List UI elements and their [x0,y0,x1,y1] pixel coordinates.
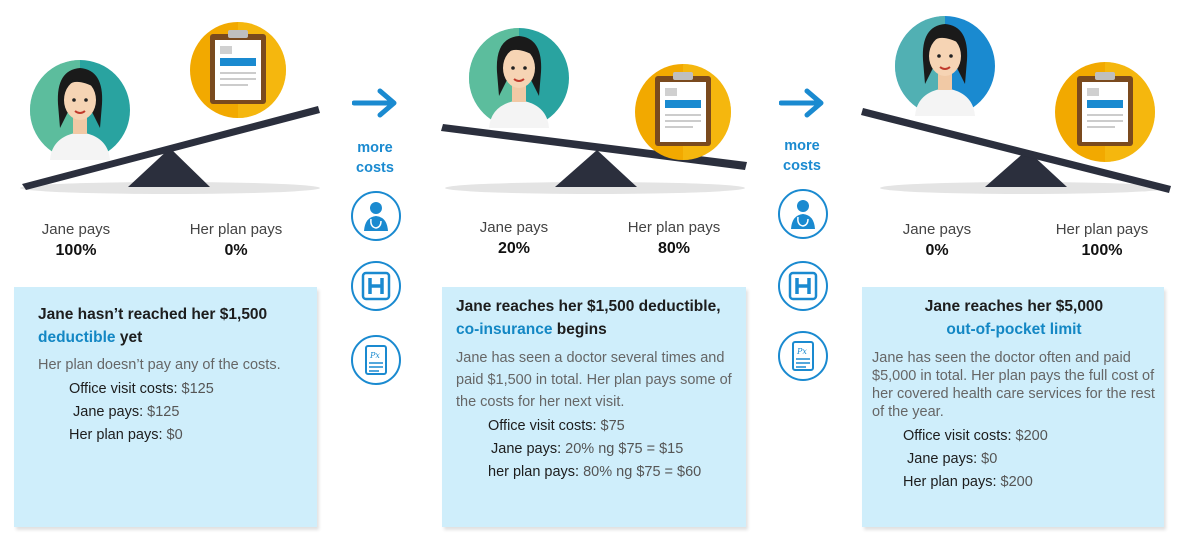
plan-pays-pct-1: 0% [224,242,248,259]
doctor-icon [351,191,401,241]
cost-row: Office visit costs: $125 [69,381,214,397]
seesaw-illustration-2 [441,28,747,194]
plan-pays-1: Her plan pays 0% [166,221,306,260]
jane-pays-label-2: Jane pays [479,219,549,236]
stage-card-2: Jane reaches her $1,500 deductible, co-i… [442,287,746,527]
cost-list-1: Office visit costs: $125 Jane pays: $125… [69,378,303,447]
plan-pays-label-2: Her plan pays [627,219,721,236]
card-title-2: Jane reaches her $1,500 deductible, co-i… [456,298,721,338]
seesaw-illustration-3 [861,16,1171,194]
arrow-right-icon [779,88,824,118]
card-desc-3: Jane has seen the doctor often and paid … [872,350,1155,420]
seesaw-illustration-1 [20,22,320,194]
hospital-icon [778,261,828,311]
svg-text:Px: Px [796,347,807,356]
cost-row: Her plan pays: $200 [903,474,1033,490]
plan-pays-label-3: Her plan pays [1055,221,1149,238]
cost-row: her plan pays: 80% ng $75 = $60 [488,464,702,480]
svg-text:Px: Px [369,351,380,360]
seesaw-scene-1 [0,0,330,200]
cost-list-3: Office visit costs: $200 Jane pays: $0 H… [903,425,1156,494]
jane-pays-pct-3: 0% [925,242,949,259]
jane-pays-pct-2: 20% [497,240,531,257]
cost-row: Jane pays: 20% ng $75 = $15 [491,441,684,457]
plan-document-3 [1055,62,1155,162]
jane-pays-label-3: Jane pays [902,221,972,238]
plan-document-1 [190,22,286,118]
jane-pays-label-1: Jane pays [41,221,111,238]
cost-row: Jane pays: $0 [907,451,998,467]
card-desc-1: Her plan doesn’t pay any of the costs. [38,357,281,373]
stage-card-3: Jane reaches her $5,000 out-of-pocket li… [862,287,1164,527]
arrow-right-icon [352,88,397,118]
jane-avatar-1 [30,60,130,160]
deductible-term: deductible [38,329,116,346]
prescription-icon: Px [351,335,401,385]
cost-row: Office visit costs: $75 [488,418,625,434]
plan-document-2 [635,64,731,160]
prescription-icon: Px [778,331,828,381]
card-desc-2: Jane has seen a doctor several times and… [456,350,732,410]
jane-avatar-2 [469,28,569,128]
out-of-pocket-term: out-of-pocket limit [946,321,1082,338]
jane-pays-1: Jane pays 100% [6,221,146,260]
stage-card-1: Jane hasn’t reached her $1,500 deductibl… [14,287,317,527]
jane-pays-2: Jane pays 20% [444,219,584,258]
seesaw-scene-2 [435,0,765,200]
co-insurance-term: co-insurance [456,321,553,338]
cost-row: Office visit costs: $200 [903,428,1048,444]
card-title-1: Jane hasn’t reached her $1,500 deductibl… [38,306,268,346]
jane-pays-3: Jane pays 0% [867,221,1007,260]
plan-pays-label-1: Her plan pays [189,221,283,238]
cost-row: Jane pays: $125 [73,404,180,420]
jane-pays-pct-1: 100% [55,242,97,259]
plan-pays-pct-3: 100% [1081,242,1123,259]
seesaw-scene-3 [855,0,1179,200]
jane-avatar-3 [895,16,995,116]
doctor-icon [778,189,828,239]
plan-pays-3: Her plan pays 100% [1032,221,1172,260]
cost-list-2: Office visit costs: $75 Jane pays: 20% n… [488,415,734,484]
plan-pays-2: Her plan pays 80% [604,219,744,258]
plan-pays-pct-2: 80% [657,240,691,257]
hospital-icon [351,261,401,311]
card-title-3: Jane reaches her $5,000 out-of-pocket li… [924,298,1104,338]
cost-row: Her plan pays: $0 [69,427,183,443]
